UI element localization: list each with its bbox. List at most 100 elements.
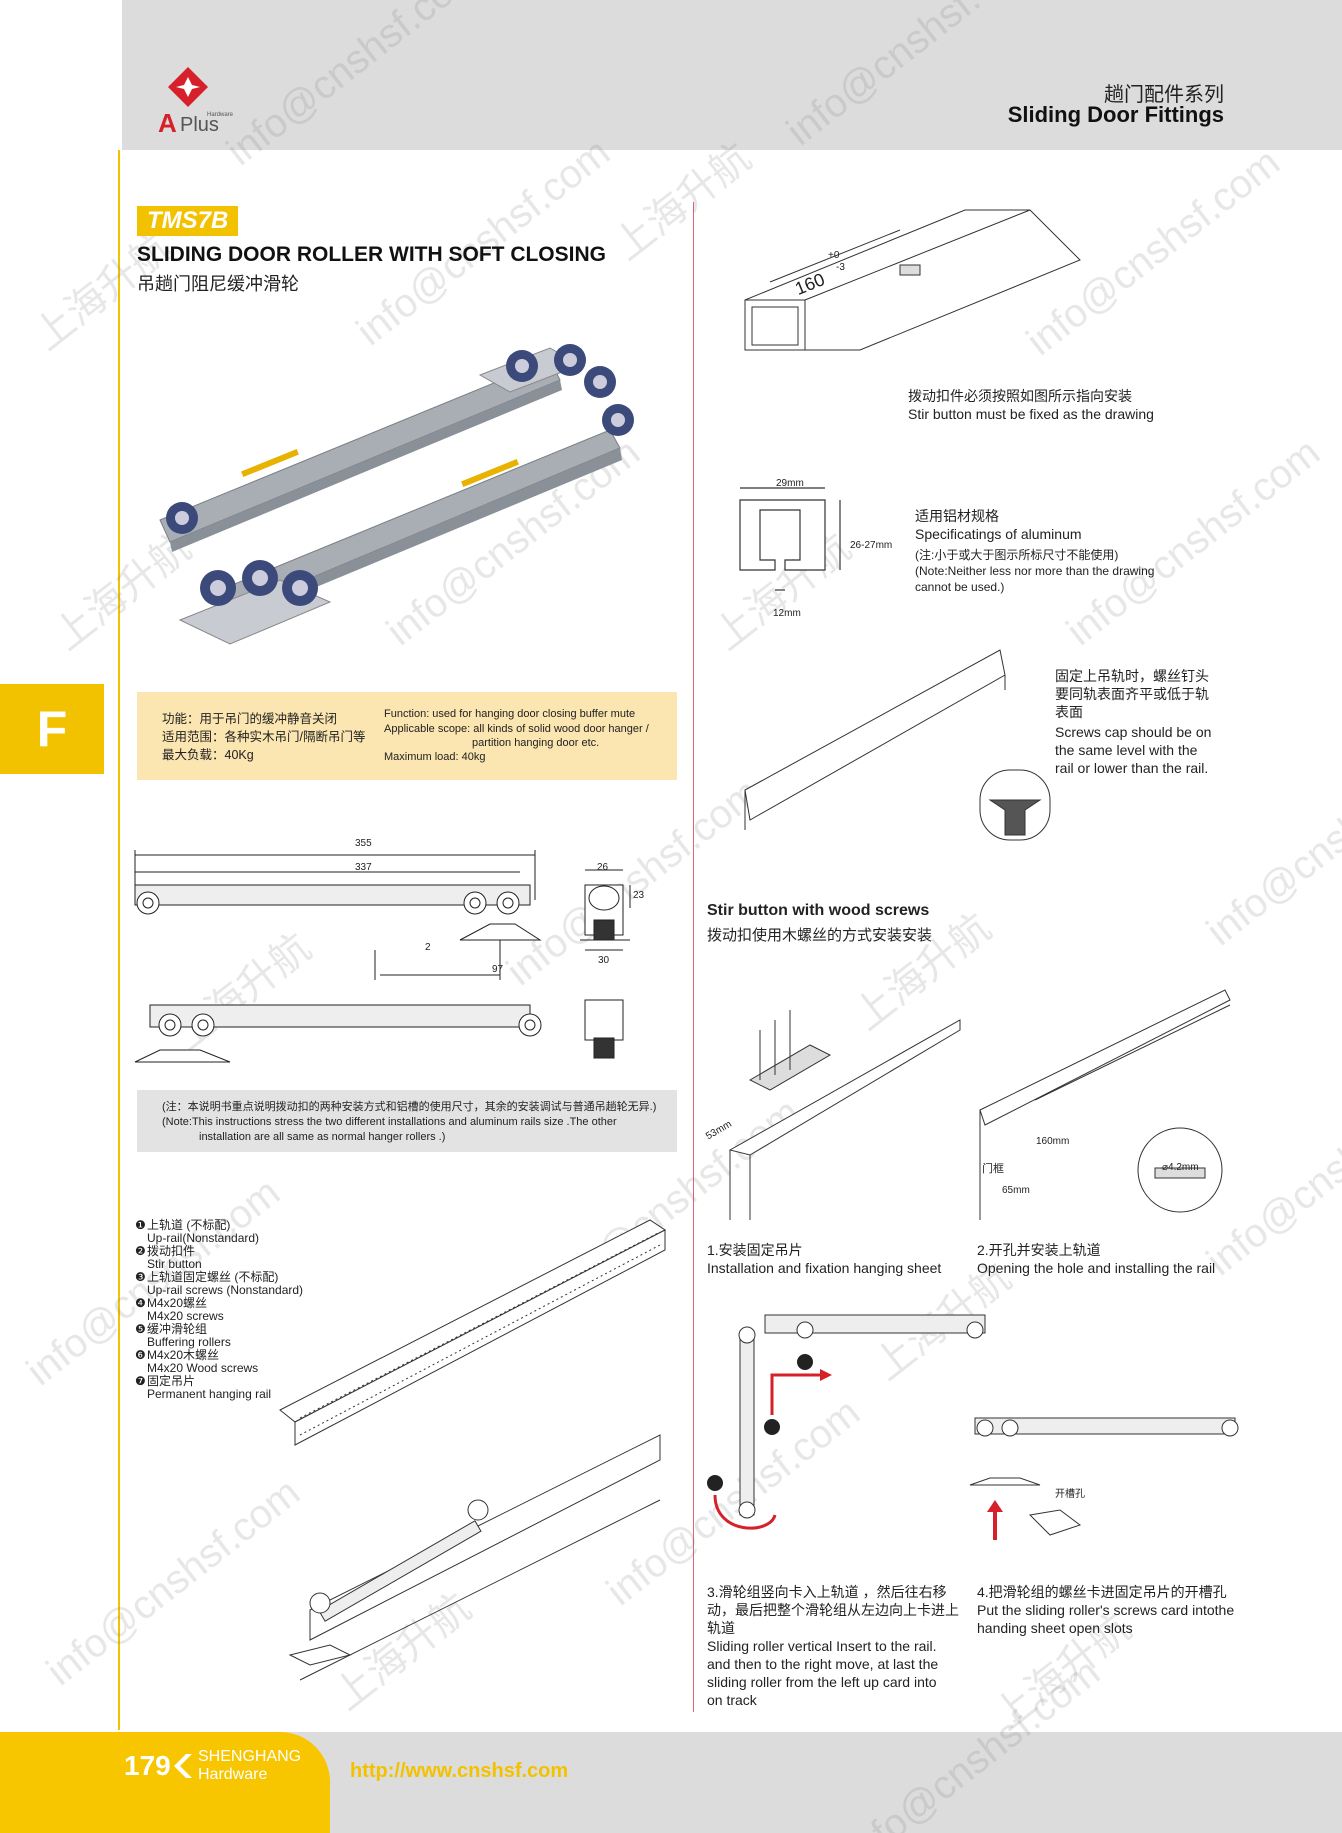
step4-en-1: Put the sliding roller's screws card int… [977, 1602, 1235, 1618]
screw-en-1: Screws cap should be on [1055, 724, 1212, 740]
step1-drawing [728, 1010, 961, 1220]
part-no: ❶ [135, 1218, 146, 1232]
step3-en-2: and then to the right move, at last the [707, 1656, 939, 1672]
page-accent-line [118, 150, 120, 1730]
function-en: Function: used for hanging door closing … [384, 708, 636, 720]
dim-160: 160mm [1036, 1136, 1070, 1147]
dim-base: 30 [598, 955, 610, 966]
screw-cn-3: 表面 [1055, 704, 1083, 720]
alu-width: 29mm [776, 478, 804, 489]
rail-detail-drawing [744, 209, 1081, 351]
website-link[interactable]: http://www.cnshsf.com [350, 1760, 569, 1782]
dim-width: 26 [597, 862, 609, 873]
aluminum-profile-drawing [739, 487, 841, 591]
part-no: ❹ [135, 1296, 146, 1310]
header-band [122, 0, 1342, 150]
step3-cn-1: 3.滑轮组竖向卡入上轨道 ，然后往右移 [707, 1584, 947, 1600]
alu-cn: 适用铝材规格 [915, 508, 999, 524]
aplus-logo-icon [168, 67, 208, 107]
part-en: Up-rail(Nonstandard) [147, 1231, 260, 1245]
series-title-cn: 趟门配件系列 [1104, 84, 1224, 106]
alu-slot: 12mm [773, 608, 801, 619]
step3-en-1: Sliding roller vertical Insert to the ra… [707, 1638, 937, 1654]
part-en: M4x20 screws [147, 1309, 224, 1323]
screw-cn-1: 固定上吊轨时，螺丝钉头 [1055, 668, 1209, 684]
product-title-en: SLIDING DOOR ROLLER WITH SOFT CLOSING [137, 243, 606, 266]
alu-en: Specificatings of aluminum [915, 526, 1082, 542]
rail-tol-bot: -3 [836, 262, 845, 273]
screw-en-3: rail or lower than the rail. [1055, 760, 1209, 776]
watermark: info@cnshsf.com [1198, 730, 1342, 955]
stir-note-en: Stir button must be fixed as the drawing [908, 406, 1154, 422]
footer-yellow-tab [0, 1732, 330, 1833]
part-en: Stir button [147, 1257, 202, 1271]
dim-offset: 97 [492, 964, 504, 975]
alu-note-en-1: (Note:Neither less nor more than the dra… [915, 564, 1155, 578]
step4-drawing [969, 1417, 1239, 1540]
note-en-1: (Note:This instructions stress the two d… [162, 1116, 617, 1128]
scope-en: Applicable scope: all kinds of solid woo… [384, 723, 649, 735]
screw-cn-2: 要同轨表面齐平或低于轨 [1055, 686, 1209, 702]
door-frame-label: 门框 [982, 1163, 1004, 1175]
step4-en-2: handing sheet open slots [977, 1620, 1133, 1636]
part-en: Buffering rollers [147, 1335, 231, 1349]
brand-name: SHENGHANG [198, 1748, 302, 1765]
note-cn: (注：本说明书重点说明拨动扣的两种安装方式和铝槽的使用尺寸，其余的安装调试与普通… [162, 1101, 657, 1113]
alu-note-cn: (注:小于或大于图示所标尺寸不能使用) [915, 548, 1119, 562]
watermark: info@cnshsf.com [38, 1470, 309, 1695]
part-cn: 固定吊片 [147, 1374, 196, 1388]
step2-cn: 2.开孔并安装上轨道 [977, 1242, 1101, 1258]
part-cn: 上轨道 (不标配) [147, 1218, 231, 1232]
part-cn: M4x20螺丝 [147, 1296, 208, 1310]
page-number: 179 [124, 1750, 171, 1781]
dim-rail: 337 [355, 862, 372, 873]
part-no: ❼ [135, 1374, 146, 1388]
part-no: ❷ [135, 1244, 146, 1258]
chevron-left-icon [174, 1754, 192, 1778]
section-letter: F [0, 684, 104, 774]
product-photo [159, 344, 634, 645]
part-cn: 拨动扣件 [147, 1244, 196, 1258]
function-cn: 功能：用于吊门的缓冲静音关闭 [162, 712, 338, 726]
step2-en: Opening the hole and installing the rail [977, 1260, 1216, 1276]
dim-phi: ⌀4.2mm [1162, 1162, 1199, 1173]
wood-title-cn: 拨动扣使用木螺丝的方式安装安装 [707, 927, 933, 944]
load-cn: 最大负载：40Kg [162, 748, 254, 762]
part-en: Permanent hanging rail [147, 1387, 272, 1401]
logo-small: Hardware [207, 112, 234, 118]
step3-cn-2: 动，最后把整个滑轮组从左边向上卡进上 [707, 1602, 959, 1618]
step3-drawing [707, 1314, 986, 1530]
model-tag: TMS7B [137, 206, 239, 236]
product-title-cn: 吊趟门阻尼缓冲滑轮 [137, 274, 299, 294]
watermark: info@cnshsf.com [1058, 430, 1329, 655]
part-no: ❻ [135, 1348, 146, 1362]
logo-letter: A [158, 108, 177, 138]
rail-tol-top: +0 [828, 250, 840, 261]
scope-cn: 适用范围：各种实木吊门/隔断吊门等 [162, 730, 366, 744]
alu-height: 26-27mm [850, 540, 893, 551]
stir-note-cn: 拨动扣件必须按照如图所示指向安装 [908, 388, 1132, 404]
function-box: 功能：用于吊门的缓冲静音关闭 适用范围：各种实木吊门/隔断吊门等 最大负载：40… [137, 692, 677, 780]
dim-gap: 2 [425, 942, 431, 953]
dim-65: 65mm [1002, 1185, 1030, 1196]
note-box: (注：本说明书重点说明拨动扣的两种安装方式和铝槽的使用尺寸，其余的安装调试与普通… [137, 1090, 677, 1152]
note-en-2: installation are all same as normal hang… [199, 1131, 446, 1143]
column-divider [693, 202, 694, 1712]
step1-en: Installation and fixation hanging sheet [707, 1260, 942, 1276]
scope-en-2: partition hanging door etc. [472, 737, 600, 749]
step1-cn: 1.安装固定吊片 [707, 1242, 803, 1258]
part-en: Up-rail screws (Nonstandard) [147, 1283, 304, 1297]
part-no: ❺ [135, 1322, 146, 1336]
screw-en-2: the same level with the [1055, 742, 1198, 758]
wood-title-en: Stir button with wood screws [707, 902, 930, 919]
logo-text: Plus [180, 114, 219, 136]
part-cn: 缓冲滑轮组 [147, 1322, 208, 1336]
part-cn: 上轨道固定螺丝 (不标配) [147, 1270, 279, 1284]
load-en: Maximum load: 40kg [384, 751, 486, 763]
series-title-en: Sliding Door Fittings [1007, 102, 1224, 127]
brand-sub: Hardware [198, 1766, 268, 1783]
part-cn: M4x20木螺丝 [147, 1348, 220, 1362]
step3-en-4: on track [707, 1692, 757, 1708]
part-no: ❸ [135, 1270, 146, 1284]
screw-level-drawing [744, 649, 1051, 841]
